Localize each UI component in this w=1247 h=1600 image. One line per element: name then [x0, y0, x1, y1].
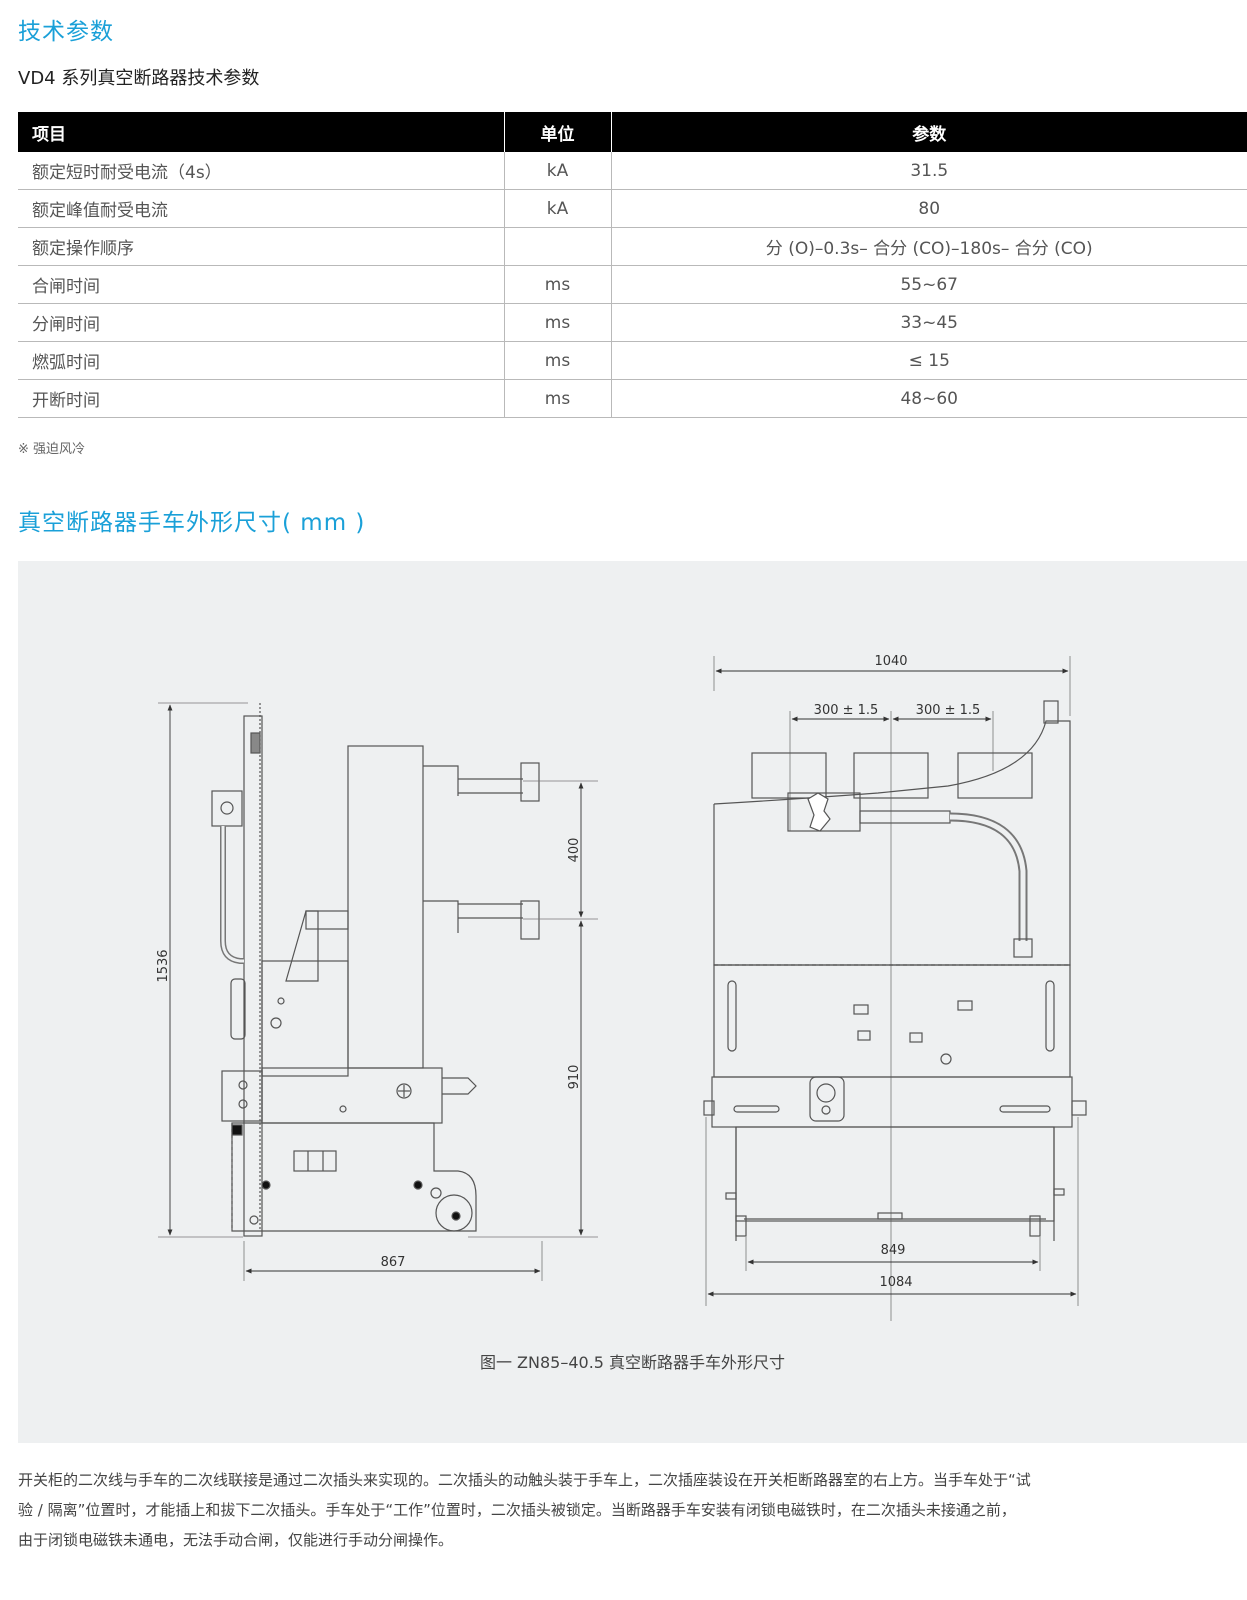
dim-front-width: 1040	[874, 654, 907, 669]
cell-item: 分闸时间	[18, 303, 504, 342]
section-title-tech-params: 技术参数	[18, 19, 114, 45]
dim-side-width: 867	[381, 1255, 406, 1270]
cell-item: 开断时间	[18, 379, 504, 418]
cell-unit: kA	[503, 189, 611, 228]
table-row: 合闸时间 ms 55~67	[18, 265, 1247, 304]
dim-pitch-right: 300 ± 1.5	[916, 703, 981, 718]
cell-value: 分 (O)–0.3s– 合分 (CO)–180s– 合分 (CO)	[610, 227, 1247, 266]
side-view-drawing: 1536 400 910 867	[156, 702, 598, 1281]
table-row: 燃弧时间 ms ≤ 15	[18, 341, 1247, 380]
cell-value: ≤ 15	[610, 341, 1247, 380]
cell-item: 额定操作顺序	[18, 227, 504, 266]
technical-drawing: 1536 400 910 867 1040 300 ± 1.5 300 ± 1.…	[156, 654, 1087, 1321]
drawing-panel: 1536 400 910 867 1040 300 ± 1.5 300 ± 1.…	[18, 561, 1247, 1443]
dim-upper: 400	[567, 838, 582, 863]
paragraph-line: 由于闭锁电磁铁未通电，无法手动合闸，仅能进行手动分闸操作。	[18, 1531, 454, 1549]
cell-item: 额定峰值耐受电流	[18, 189, 504, 228]
dim-wheel-base: 849	[881, 1243, 906, 1258]
description-paragraph: 开关柜的二次线与手车的二次线联接是通过二次插头来实现的。二次插头的动触头装于手车…	[18, 1465, 1247, 1555]
front-view-drawing: 1040 300 ± 1.5 300 ± 1.5	[703, 654, 1087, 1321]
cell-unit: kA	[503, 152, 611, 190]
cell-value: 80	[610, 189, 1247, 228]
header-unit: 单位	[503, 112, 611, 152]
table-row: 分闸时间 ms 33~45	[18, 303, 1247, 342]
table-header-row: 项目 单位 参数	[18, 112, 1247, 152]
footnote: ※ 强迫风冷	[18, 442, 86, 457]
section-title-dimensions: 真空断路器手车外形尺寸( mm )	[18, 510, 366, 536]
table-row: 额定峰值耐受电流 kA 80	[18, 189, 1247, 228]
cell-item: 合闸时间	[18, 265, 504, 304]
spec-table: 项目 单位 参数 额定短时耐受电流（4s） kA 31.5 额定峰值耐受电流 k…	[18, 112, 1247, 418]
cell-value: 33~45	[610, 303, 1247, 342]
cell-value: 31.5	[610, 152, 1247, 190]
cell-unit: ms	[503, 379, 611, 418]
cell-unit: ms	[503, 265, 611, 304]
table-row: 额定操作顺序 分 (O)–0.3s– 合分 (CO)–180s– 合分 (CO)	[18, 227, 1247, 266]
cell-unit: ms	[503, 303, 611, 342]
dim-lower: 910	[567, 1065, 582, 1090]
cell-item: 燃弧时间	[18, 341, 504, 380]
dim-height-total: 1536	[156, 949, 171, 982]
table-row: 开断时间 ms 48~60	[18, 379, 1247, 418]
dim-pitch-left: 300 ± 1.5	[814, 703, 879, 718]
cell-value: 48~60	[610, 379, 1247, 418]
paragraph-line: 开关柜的二次线与手车的二次线联接是通过二次插头来实现的。二次插头的动触头装于手车…	[18, 1471, 1031, 1489]
cell-unit	[503, 227, 611, 266]
header-item: 项目	[18, 112, 504, 152]
cell-unit: ms	[503, 341, 611, 380]
cell-value: 55~67	[610, 265, 1247, 304]
table-row: 额定短时耐受电流（4s） kA 31.5	[18, 152, 1247, 190]
cell-item: 额定短时耐受电流（4s）	[18, 152, 504, 190]
dim-base-width: 1084	[879, 1275, 912, 1290]
drawing-caption: 图一 ZN85–40.5 真空断路器手车外形尺寸	[479, 1353, 786, 1372]
paragraph-line: 验 / 隔离”位置时，才能插上和拔下二次插头。手车处于“工作”位置时，二次插头被…	[18, 1501, 1016, 1519]
table-subtitle: VD4 系列真空断路器技术参数	[18, 68, 260, 89]
header-value: 参数	[610, 112, 1247, 152]
